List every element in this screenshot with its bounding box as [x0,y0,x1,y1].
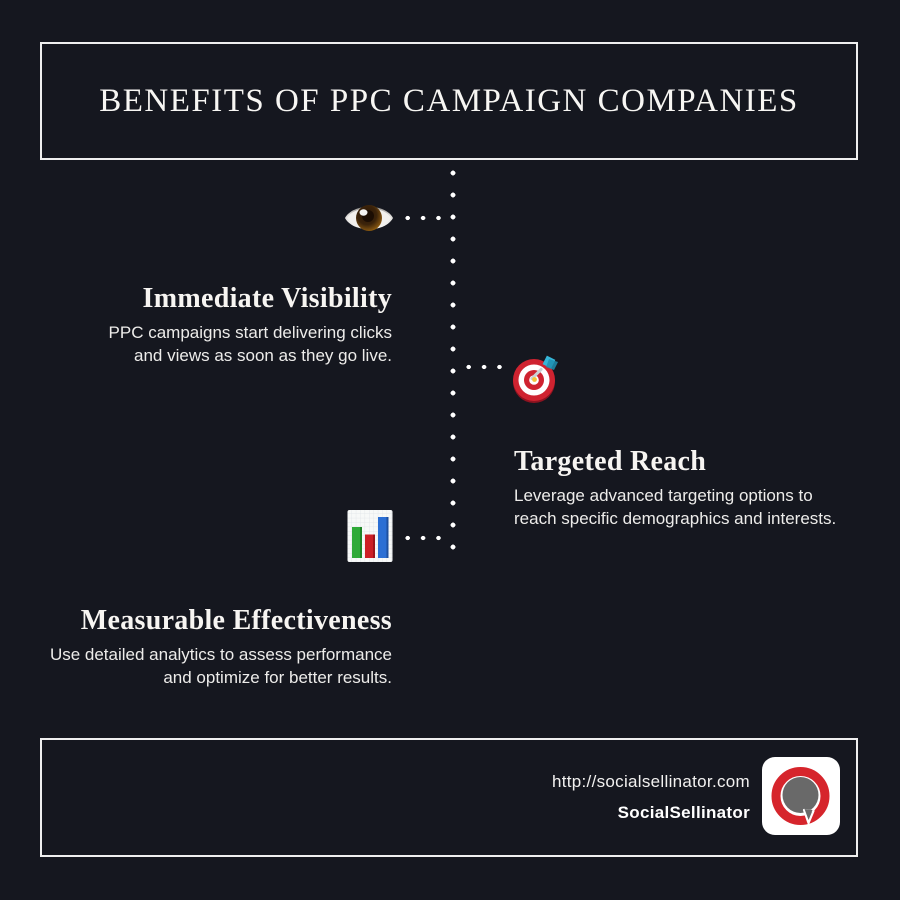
socialsellinator-logo-icon [762,757,840,835]
connector-dotted-line-effectiveness [400,535,446,541]
connector-dotted-line-visibility [400,215,446,221]
footer-text-block: http://socialsellinator.com SocialSellin… [552,768,750,827]
benefit-description: Leverage advanced targeting options to r… [514,486,837,528]
benefit-item-measurable-effectiveness: Measurable Effectiveness Use detailed an… [50,602,392,689]
benefit-description: Use detailed analytics to assess perform… [49,645,392,687]
benefit-item-targeted-reach: Targeted Reach Leverage advanced targeti… [514,443,836,530]
benefit-description: PPC campaigns start delivering clicks an… [108,323,392,365]
connector-dotted-line-reach [461,364,507,370]
target-icon [508,350,564,406]
benefit-title: Targeted Reach [514,446,707,477]
benefit-item-immediate-visibility: Immediate Visibility PPC campaigns start… [109,280,392,367]
benefit-title: Measurable Effectiveness [80,605,392,636]
website-url-link[interactable]: http://socialsellinator.com [551,772,750,791]
footer-box [40,738,858,857]
header-box: BENEFITS OF PPC CAMPAIGN COMPANIES [40,42,858,160]
benefit-title: Immediate Visibility [142,283,392,314]
bar-chart-icon [347,509,393,563]
brand-name: SocialSellinator [617,803,750,822]
eye-icon [344,199,394,237]
page-title: BENEFITS OF PPC CAMPAIGN COMPANIES [99,82,799,119]
timeline-vertical-dotted-line [450,162,456,558]
